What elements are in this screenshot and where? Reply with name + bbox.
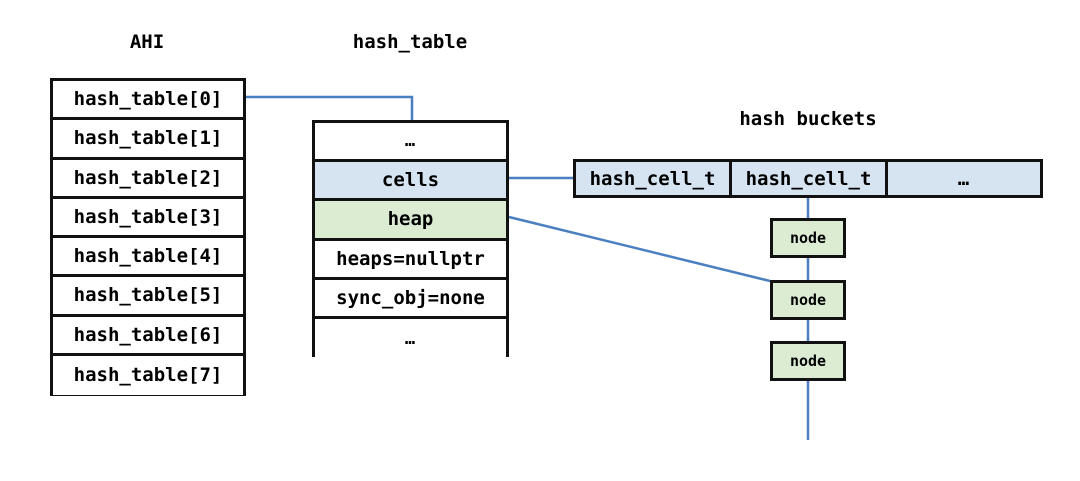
- hash-buckets-table: hash_cell_t hash_cell_t …: [573, 159, 1043, 198]
- ahi-row-1: hash_table[1]: [53, 120, 243, 160]
- node-box-1: node: [770, 280, 846, 320]
- ahi-table: hash_table[0] hash_table[1] hash_table[2…: [50, 78, 246, 396]
- hash-bucket-cell-1: hash_cell_t: [732, 162, 888, 195]
- node-box-2: node: [770, 341, 846, 381]
- hash-table-struct: … cells heap heaps=nullptr sync_obj=none…: [312, 120, 509, 359]
- caption-ahi: AHI: [129, 31, 165, 53]
- connector-ahi-to-struct: [246, 95, 414, 120]
- struct-row-ellipsis-top: …: [315, 123, 506, 163]
- ahi-row-0: hash_table[0]: [53, 81, 243, 121]
- connector-heap-to-node: [508, 215, 771, 283]
- caption-hash-buckets: hash buckets: [739, 108, 877, 130]
- node-box-0: node: [770, 218, 846, 258]
- caption-hash-table: hash_table: [352, 31, 468, 53]
- hash-bucket-cell-0: hash_cell_t: [576, 162, 732, 195]
- struct-row-heap: heap: [315, 201, 506, 241]
- ahi-row-7: hash_table[7]: [53, 355, 243, 395]
- hash-bucket-cell-ellipsis: …: [888, 162, 1040, 195]
- struct-row-sync-obj: sync_obj=none: [315, 279, 506, 319]
- ahi-row-4: hash_table[4]: [53, 238, 243, 278]
- ahi-row-6: hash_table[6]: [53, 316, 243, 356]
- ahi-row-3: hash_table[3]: [53, 198, 243, 238]
- struct-row-cells: cells: [315, 162, 506, 202]
- struct-row-heaps: heaps=nullptr: [315, 240, 506, 280]
- struct-row-ellipsis-bottom: …: [315, 318, 506, 359]
- ahi-row-5: hash_table[5]: [53, 277, 243, 317]
- ahi-row-2: hash_table[2]: [53, 159, 243, 199]
